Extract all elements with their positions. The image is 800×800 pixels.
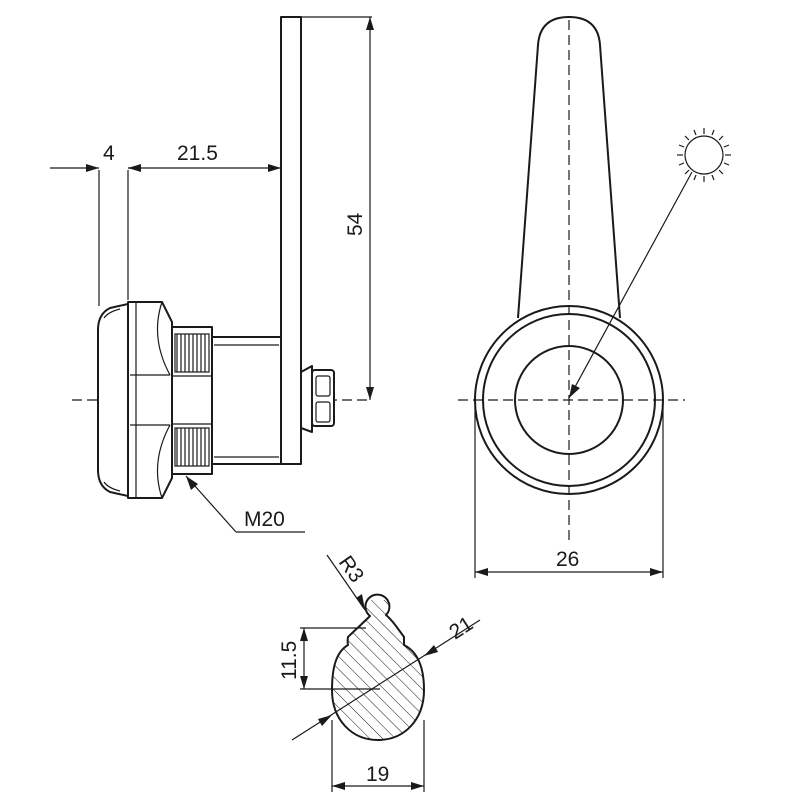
front-cap [97, 303, 137, 497]
hex-head [127, 301, 173, 499]
lock-body [211, 336, 282, 465]
dim-flange-thickness: 4 [50, 142, 141, 172]
fixing-screw [300, 365, 335, 433]
sun-rotation-icon [677, 128, 731, 182]
dim-21-5-label: 21.5 [177, 142, 218, 165]
dim-26-label: 26 [556, 548, 579, 571]
cam-plate [280, 16, 302, 465]
dim-key-radius: R3 [326, 552, 368, 611]
dim-body-length: 21.5 [128, 142, 281, 172]
dim-r3-label: R3 [334, 552, 368, 587]
dim-54-label: 54 [344, 212, 367, 236]
dim-m20-label: M20 [244, 508, 285, 531]
dim-thread: M20 [185, 475, 305, 533]
dim-19-label: 19 [366, 763, 389, 786]
key-profile [331, 593, 425, 741]
side-view: 4 21.5 54 M20 [50, 16, 374, 533]
dim-cam-length: 54 [344, 17, 374, 400]
threaded-section [171, 326, 213, 475]
dim-key-flat: 11.5 [278, 628, 308, 689]
dim-11-5-label: 11.5 [278, 641, 301, 680]
key-profile-section: R3 11.5 21 19 [278, 552, 481, 792]
rotation-arrow [568, 171, 693, 399]
dim-4-label: 4 [103, 142, 115, 165]
cam-lever [517, 16, 621, 319]
front-view: 26 [458, 16, 731, 578]
dim-cam-width: 26 [474, 400, 664, 578]
dim-key-width: 19 [332, 763, 424, 790]
